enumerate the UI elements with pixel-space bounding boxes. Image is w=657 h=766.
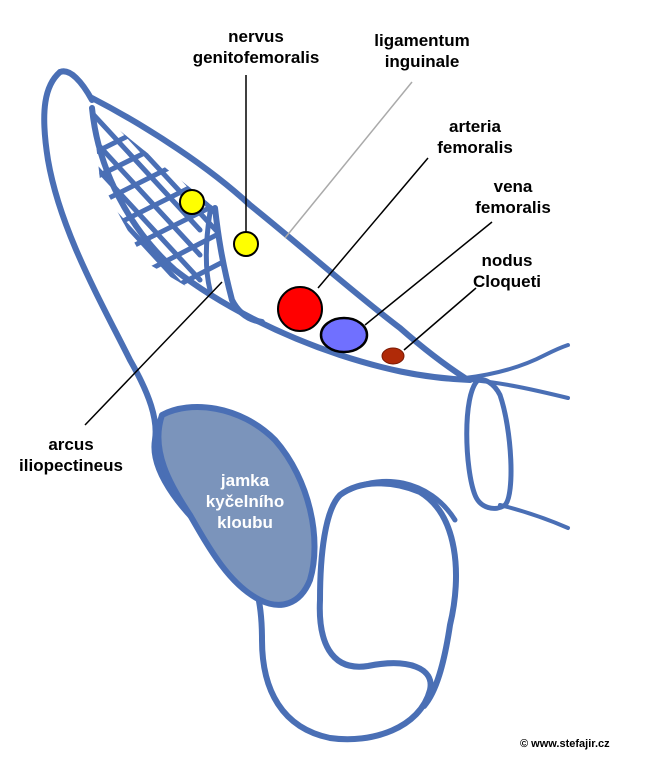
arteria-femoralis-circle xyxy=(277,286,323,332)
label-nervus-line1: nervus xyxy=(228,27,284,46)
leader-nodus xyxy=(403,287,477,351)
label-arteria: arteria femoralis xyxy=(420,116,530,158)
label-nodus: nodus Cloqueti xyxy=(452,250,562,292)
copyright-text: © www.stefajir.cz xyxy=(520,738,610,750)
ligamentum-inguinale-line xyxy=(89,95,468,381)
iliac-crest-outline xyxy=(57,68,95,103)
nodus-cloqueti-ellipse xyxy=(381,347,405,365)
label-nodus-line1: nodus xyxy=(481,251,533,270)
inferior-ramus-outline xyxy=(498,503,570,530)
label-ligamentum-line2: inguinale xyxy=(384,52,460,71)
label-arteria-line2: femoralis xyxy=(437,138,513,157)
label-arteria-line1: arteria xyxy=(449,117,501,136)
hip-bone-outline xyxy=(41,69,460,743)
label-jamka-line2: kyčelního xyxy=(205,492,285,511)
acetabulum-fossa xyxy=(155,404,318,608)
muscle-crosshatch xyxy=(92,108,232,300)
obturator-foramen-outline xyxy=(337,478,458,523)
pubic-symphysis-outline xyxy=(464,377,514,511)
leader-vena xyxy=(364,221,493,326)
leader-arcus xyxy=(84,281,223,426)
label-ligamentum-line1: ligamentum xyxy=(374,31,470,50)
label-arcus-line1: arcus xyxy=(48,435,94,454)
label-vena-line1: vena xyxy=(493,177,533,196)
vena-femoralis-ellipse xyxy=(319,316,369,354)
leader-ligamentum xyxy=(284,81,413,239)
label-arcus: arcus iliopectineus xyxy=(6,434,136,476)
nerve-circle-1 xyxy=(179,189,205,215)
label-ligamentum: ligamentum inguinale xyxy=(352,30,492,72)
nerve-circle-2 xyxy=(233,231,259,257)
leader-arteria xyxy=(317,157,429,289)
label-vena: vena femoralis xyxy=(458,176,568,218)
pubic-outline-upper xyxy=(463,343,570,380)
label-jamka-line1: jamka xyxy=(220,471,270,490)
label-nodus-line2: Cloqueti xyxy=(473,272,541,291)
label-jamka: jamka kyčelního kloubu xyxy=(190,470,300,533)
label-nervus-line2: genitofemoralis xyxy=(192,48,320,67)
label-jamka-line3: kloubu xyxy=(217,513,273,532)
label-arcus-line2: iliopectineus xyxy=(19,456,123,475)
label-nervus: nervus genitofemoralis xyxy=(176,26,336,68)
label-vena-line2: femoralis xyxy=(475,198,551,217)
